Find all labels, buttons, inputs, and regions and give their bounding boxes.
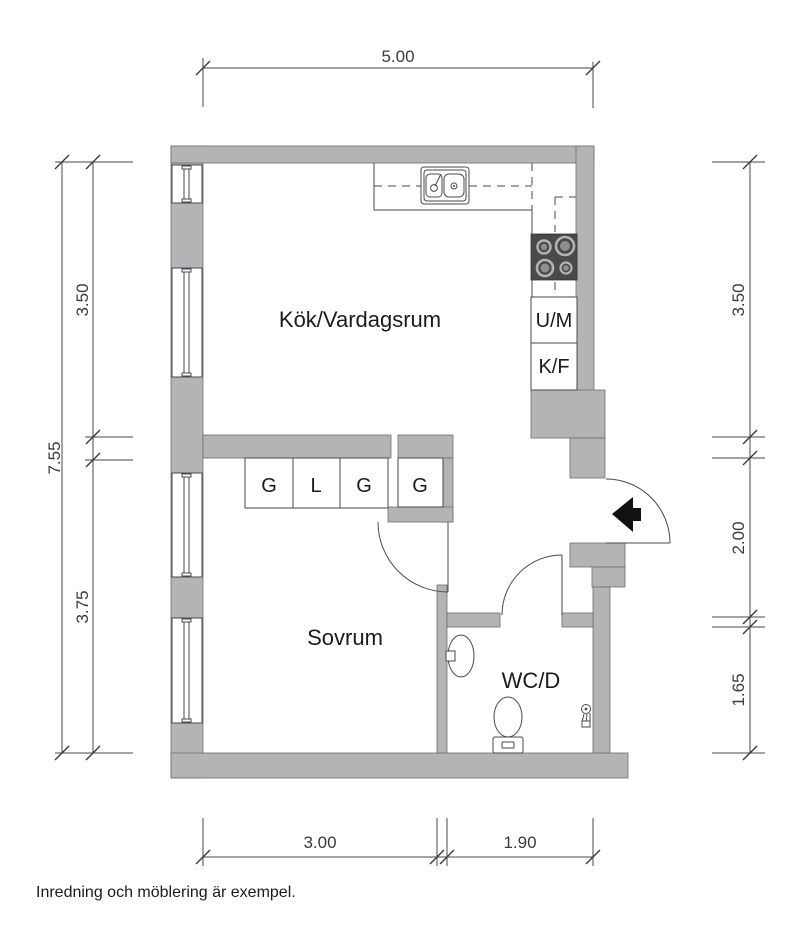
dishwasher-label: U/M — [536, 310, 573, 332]
dim-top: 5.00 — [195, 47, 601, 108]
dim-right-middle-value: 2.00 — [729, 521, 748, 554]
closet-2-label: L — [310, 475, 321, 497]
dim-bottom-left-value: 3.00 — [303, 833, 336, 852]
window-icon — [171, 617, 203, 724]
wall-top — [170, 145, 595, 164]
bedroom-label: Sovrum — [307, 625, 383, 650]
sink-icon — [420, 166, 470, 205]
stove-icon — [530, 233, 578, 281]
kitchen: U/M K/F — [373, 163, 578, 391]
shower-icon — [581, 704, 591, 728]
closet-row-box — [244, 457, 389, 509]
wall-entry-upper-b — [569, 437, 606, 479]
wall-bedroom-wc-divider — [436, 584, 448, 754]
wall-below-hall-closet — [387, 506, 454, 523]
closet-3-label: G — [356, 475, 372, 497]
wall-above-hall-closet — [397, 434, 454, 459]
entrance-arrow-icon — [612, 497, 641, 532]
caption-text: Inredning och möblering är exempel. — [36, 884, 296, 901]
kitchen-living-label: Kök/Vardagsrum — [279, 307, 441, 332]
bathroom-label: WC/D — [502, 668, 561, 693]
washbasin-icon — [445, 634, 475, 678]
upper-cabinet-dashed-line — [374, 163, 576, 349]
bedroom-door-arc — [377, 521, 449, 593]
wall-divider-kitchen-bedroom — [202, 434, 392, 459]
wall-right-upper — [575, 145, 595, 393]
wc-door-arc — [501, 554, 563, 616]
window-icon — [171, 267, 203, 378]
dim-left: 7.55 3.50 3.75 — [45, 154, 133, 761]
dim-left-lower-value: 3.75 — [73, 590, 92, 623]
dim-bottom-right-value: 1.90 — [503, 833, 536, 852]
closet-4-label: G — [412, 475, 428, 497]
window-icon — [171, 164, 203, 204]
dim-right-upper-value: 3.50 — [729, 283, 748, 316]
dim-right: 3.50 2.00 1.65 — [712, 154, 765, 761]
fridge-freezer-box — [530, 342, 578, 391]
wall-entry-lower-b — [591, 566, 626, 588]
fridge-freezer-label: K/F — [538, 356, 569, 378]
doors — [377, 478, 671, 616]
wall-wc-top-left — [446, 612, 501, 628]
room-labels: Kök/Vardagsrum Sovrum WC/D — [279, 307, 560, 693]
walls — [170, 145, 629, 779]
dimensions: 5.00 7.55 3.50 3.75 3.50 2.00 1.65 3.00 … — [45, 47, 765, 866]
dishwasher-box — [530, 296, 578, 344]
toilet-icon — [492, 696, 524, 754]
wall-entry-lower-a — [569, 542, 626, 568]
window-icon — [171, 472, 203, 578]
dim-top-value: 5.00 — [381, 47, 414, 66]
dim-right-lower-value: 1.65 — [729, 673, 748, 706]
dim-left-upper-value: 3.50 — [73, 283, 92, 316]
bathroom-fixtures — [445, 634, 591, 754]
wall-entry-upper-a — [530, 389, 606, 439]
hall-closet-box — [397, 457, 444, 508]
windows — [171, 164, 203, 724]
closets: G L G G — [244, 457, 444, 509]
wall-wc-top-right — [561, 612, 594, 628]
entrance-door-arc — [605, 478, 671, 544]
wall-bottom — [170, 752, 629, 779]
wall-wc-right — [592, 586, 611, 754]
closet-1-label: G — [261, 475, 277, 497]
dim-left-total-value: 7.55 — [45, 441, 64, 474]
dim-bottom: 3.00 1.90 — [195, 818, 601, 866]
